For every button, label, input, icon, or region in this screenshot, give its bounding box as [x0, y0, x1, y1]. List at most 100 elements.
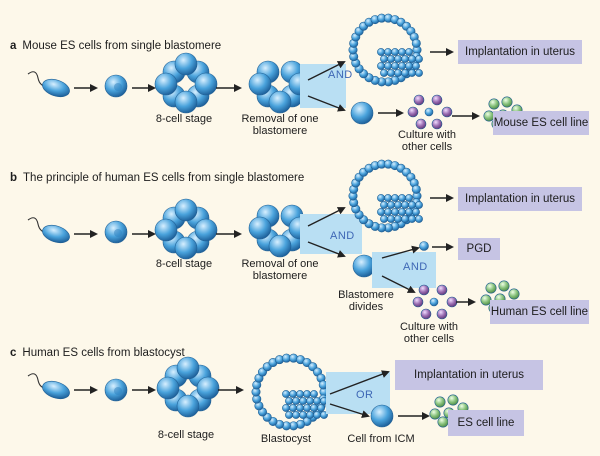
panel-a-es-colony-es-cell — [488, 98, 500, 110]
panel-b-implantation-box: Implantation in uterus — [458, 187, 582, 211]
panel-b-blastocyst-icm-cell — [405, 208, 413, 216]
panel-b-es-colony-es-cell — [508, 288, 520, 300]
panel-a-blastocyst-icm-cell — [387, 55, 395, 63]
panel-c-blastocyst-icm-cell — [299, 411, 307, 419]
panel-a-blastocyst-icm-cell — [405, 62, 413, 70]
panel-b-blastocyst-icm-cell — [384, 208, 392, 216]
panel-c-blastocyst-icm-cell — [289, 390, 297, 398]
panel-c-es-colony-es-cell — [429, 408, 441, 420]
panel-a-removal-label-line1: Removal of one — [241, 113, 319, 125]
panel-b-culture-label-line2: other cells — [403, 333, 455, 345]
panel-a-blastocyst-icm-cell — [380, 69, 388, 77]
panel-c-implantation-box: Implantation in uterus — [395, 360, 543, 390]
panel-b-blastocyst-icm-cell — [398, 194, 406, 202]
panel-a-title: Mouse ES cells from single blastomere — [22, 40, 222, 52]
panel-a-blastocyst-icm-cell — [380, 55, 388, 63]
panel-b-blastocyst-icm-cell — [415, 215, 423, 223]
panel-b-blastocyst-trophectoderm-cell — [411, 184, 421, 194]
panel-b-blastocyst-icm-cell — [408, 201, 416, 209]
panel-a-eight-cell-cell — [154, 72, 178, 96]
panel-b-pgd-cell — [419, 241, 429, 251]
panel-c-eight-cell-cell — [156, 376, 180, 400]
panel-c-arrow-implant — [329, 370, 390, 395]
panel-a-culture-blastomere — [424, 107, 434, 117]
panel-c-blastocyst-icm-cell — [303, 390, 311, 398]
panel-a-implantation-box: Implantation in uterus — [458, 40, 582, 64]
panel-a-blastocyst-icm-cell — [377, 62, 385, 70]
panel-a-culture-feeder-cell — [441, 106, 453, 118]
panel-b-eight-cell-cell — [174, 198, 198, 222]
panel-a-and-label: AND — [328, 69, 353, 81]
panel-a-es-colony-es-cell — [501, 96, 513, 108]
panel-a-blastocyst-icm-cell — [398, 62, 406, 70]
panel-a-blastocyst-icm-cell — [408, 69, 416, 77]
panel-b-zygote-nucleus — [114, 229, 122, 237]
panel-b-blastocyst-icm-cell — [405, 194, 413, 202]
panel-b-seven-cell-cell — [268, 234, 292, 258]
panel-b-culture-feeder-cell — [446, 296, 458, 308]
panel-a-culture-feeder-cell — [407, 106, 419, 118]
panel-c-blastocyst-icm-cell — [303, 404, 311, 412]
panel-a-culture-label-line1: Culture with — [397, 129, 457, 141]
panel-b-cell-line-box: Human ES cell line — [490, 300, 589, 324]
panel-c-or-label: OR — [356, 389, 374, 401]
panel-b-blastocyst-icm-cell — [384, 194, 392, 202]
panel-c-es-colony-es-cell — [437, 416, 449, 428]
panel-b-arrow-culture — [381, 275, 416, 293]
panel-a-blastocyst-icm-cell — [401, 55, 409, 63]
panel-c-blastocyst-icm-cell — [289, 404, 297, 412]
panel-a-letter: a — [10, 40, 17, 52]
panel-b-removal-label-line1: Removal of one — [241, 258, 319, 270]
panel-c-blastocyst-icm-cell — [282, 404, 290, 412]
panel-c-letter: c — [10, 347, 17, 359]
panel-b-sperm — [42, 224, 70, 244]
panel-c-arrow-icm — [329, 403, 370, 419]
panel-a-blastocyst-icm-cell — [415, 55, 423, 63]
panel-a-blastocyst-icm-cell — [394, 55, 402, 63]
panel-b-eight-cell-cell — [154, 218, 178, 242]
panel-c-blastocyst-icm-cell — [285, 411, 293, 419]
panel-a-eight-cell-label: 8-cell stage — [155, 113, 213, 125]
panel-b-eight-cell-cell — [194, 218, 218, 242]
panel-c-eight-cell-label: 8-cell stage — [157, 429, 215, 441]
panel-b-blastocyst-icm-cell — [380, 215, 388, 223]
panel-c-blastocyst-icm-cell — [310, 390, 318, 398]
panel-a-blastocyst-icm-cell — [405, 48, 413, 56]
panel-b-blastocyst-icm-cell — [377, 208, 385, 216]
panel-b-letter: b — [10, 172, 18, 184]
panel-a-culture-feeder-cell — [413, 94, 425, 106]
panel-a-eight-cell-cell — [174, 90, 198, 114]
panel-b-and-label-1: AND — [330, 230, 355, 242]
panel-a-blastocyst-icm-cell — [391, 48, 399, 56]
panel-b-blastocyst-icm-cell — [380, 201, 388, 209]
panel-b-blastocyst-icm-cell — [391, 208, 399, 216]
panel-b-blastocyst-icm-cell — [415, 201, 423, 209]
panel-c-zygote-nucleus — [114, 387, 122, 395]
panel-b-eight-cell-cell — [174, 236, 198, 260]
panel-c-blastocyst-label: Blastocyst — [260, 433, 312, 445]
panel-b-blastocyst-icm-cell — [394, 215, 402, 223]
panel-c-blastocyst-icm-cell — [299, 397, 307, 405]
panel-b-and-label-2: AND — [403, 261, 428, 273]
panel-c-blastocyst-icm-cell — [306, 411, 314, 419]
panel-c-blastocyst-icm-cell — [310, 404, 318, 412]
panel-a-blastocyst-icm-cell — [387, 69, 395, 77]
panel-a-seven-cell-cell — [268, 90, 292, 114]
panel-a-blastocyst-icm-cell — [408, 55, 416, 63]
panel-b-culture-feeder-cell — [436, 308, 448, 320]
panel-a-arrow-down — [307, 95, 346, 112]
panel-b-seven-cell-cell — [248, 216, 272, 240]
panel-c-blastocyst-icm-cell — [285, 397, 293, 405]
panel-c-blastocyst-icm-cell — [292, 411, 300, 419]
panel-c-icm-cell — [370, 404, 394, 428]
panel-b-dividing-blastomere — [352, 254, 376, 278]
panel-a-zygote-nucleus — [114, 83, 122, 91]
panel-c-blastocyst-icm-cell — [292, 397, 300, 405]
panel-a-blastocyst-icm-cell — [377, 48, 385, 56]
panel-c-eight-cell-cell — [176, 394, 200, 418]
panel-b-blastocyst-icm-cell — [387, 201, 395, 209]
panel-b-arrow-pgd-cell — [381, 245, 420, 259]
panel-b-culture-blastomere — [429, 297, 439, 307]
